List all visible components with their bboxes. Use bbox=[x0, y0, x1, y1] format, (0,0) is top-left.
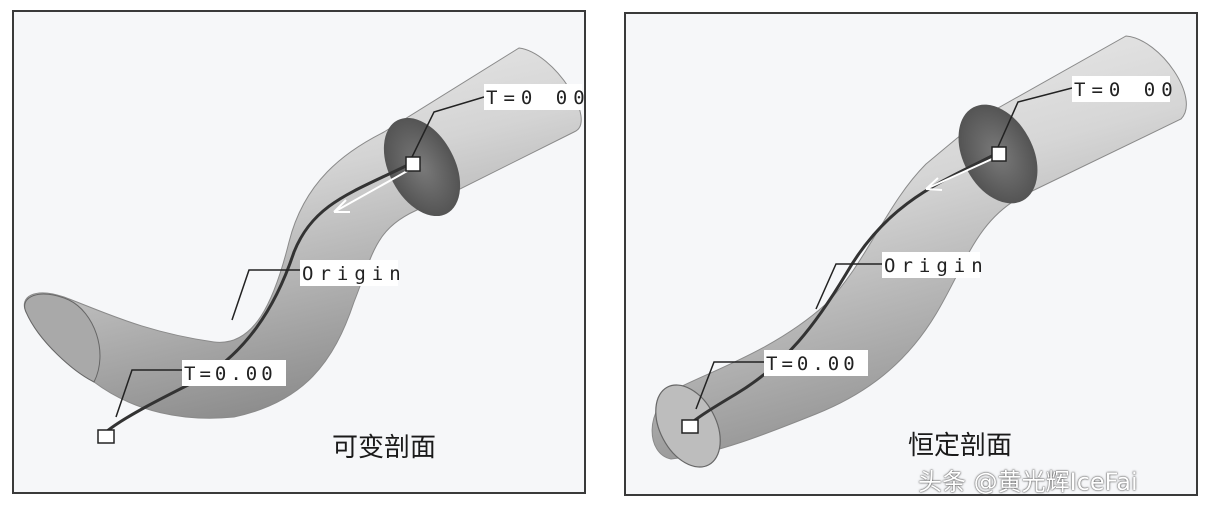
panel-caption: 可变剖面 bbox=[332, 433, 436, 463]
end-section-opening bbox=[24, 293, 101, 383]
end-label: T=0.00 bbox=[184, 363, 277, 385]
end-label: T=0.00 bbox=[766, 353, 859, 375]
panel-caption: 恒定剖面 bbox=[908, 431, 1012, 461]
start-section-ellipse bbox=[383, 117, 461, 217]
end-point-marker bbox=[681, 419, 699, 434]
variable-section-panel: T=0 00 Origin T=0.00 可变剖面 bbox=[12, 10, 586, 494]
direction-arrow bbox=[925, 158, 993, 191]
constant-section-diagram: T=0 00 Origin T=0.00 恒定剖面 bbox=[651, 35, 1187, 468]
start-label: T=0 00 bbox=[1074, 79, 1179, 101]
watermark-text: 头条 @黄光辉IceFai bbox=[918, 468, 1138, 496]
end-point-marker bbox=[97, 429, 115, 444]
start-point-marker bbox=[405, 156, 421, 172]
origin-leader-line bbox=[231, 269, 304, 321]
origin-label: Origin bbox=[884, 255, 989, 277]
start-leader-line bbox=[997, 87, 1073, 148]
origin-label: Origin bbox=[302, 263, 407, 285]
start-point-marker bbox=[991, 146, 1007, 162]
start-label: T=0 00 bbox=[486, 87, 584, 109]
variable-section-diagram: T=0 00 Origin T=0.00 可变剖面 bbox=[23, 47, 584, 463]
direction-arrow bbox=[333, 169, 410, 213]
end-leader-line bbox=[115, 369, 184, 418]
trajectory-curve bbox=[105, 160, 415, 434]
constant-section-panel: T=0 00 Origin T=0.00 恒定剖面 bbox=[624, 12, 1198, 496]
origin-leader-line bbox=[815, 263, 886, 310]
start-leader-line bbox=[411, 96, 485, 158]
end-leader-line bbox=[695, 361, 766, 410]
